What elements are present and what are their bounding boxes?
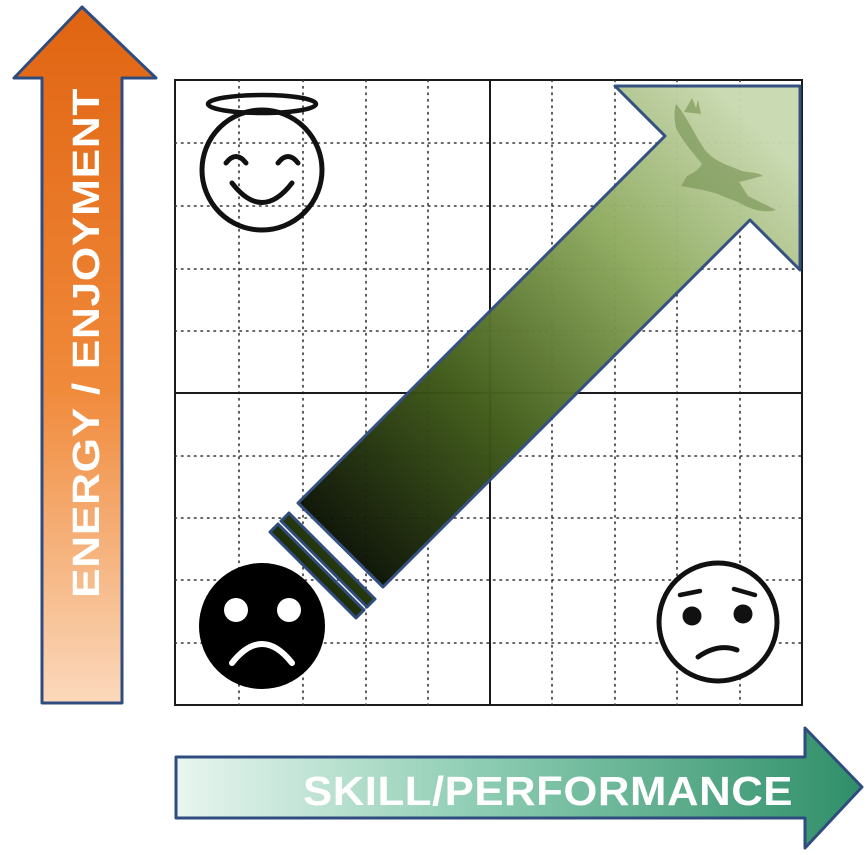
diagonal-arrow-tail-band-2	[268, 522, 366, 620]
diagonal-progress-arrow	[268, 84, 802, 620]
angel-face-outline	[199, 107, 325, 233]
y-axis-arrow: ENERGY / ENJOYMENT	[12, 5, 158, 705]
worried-face-icon	[656, 560, 780, 684]
diagonal-arrow-body	[296, 84, 802, 589]
diagonal-arrow-tail-band-1	[279, 511, 377, 609]
y-axis-label: ENERGY / ENJOYMENT	[66, 88, 108, 598]
sad-face-icon	[199, 563, 325, 689]
x-axis-arrow-shape	[174, 726, 864, 850]
sad-face-fill	[199, 563, 325, 689]
halo-icon	[205, 92, 319, 116]
x-axis-arrow: SKILL/PERFORMANCE	[174, 726, 864, 850]
angel-smiley-icon	[199, 92, 325, 233]
x-axis-label: SKILL/PERFORMANCE	[303, 768, 793, 814]
worried-face-outline	[656, 560, 780, 684]
eagle-icon	[674, 98, 776, 212]
y-axis-arrow-shape	[12, 5, 158, 705]
